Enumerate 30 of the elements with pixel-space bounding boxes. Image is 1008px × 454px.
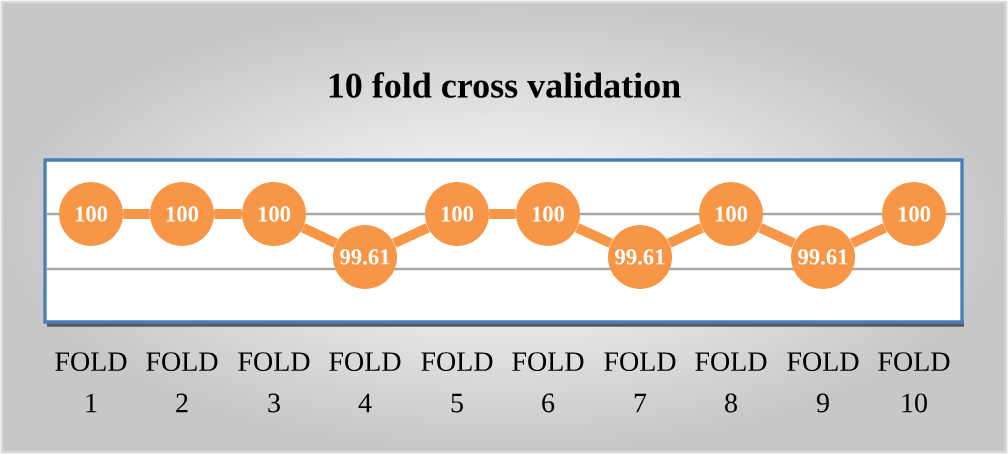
fold-label: FOLD 8 — [695, 352, 767, 413]
line-segment — [489, 209, 516, 219]
line-segment — [392, 223, 430, 248]
data-point: 100 — [516, 182, 580, 246]
data-point: 100 — [242, 182, 306, 246]
fold-label: FOLD 7 — [604, 352, 676, 413]
data-point: 99.61 — [791, 225, 855, 289]
fold-label: FOLD 6 — [512, 352, 584, 413]
data-point: 100 — [150, 182, 214, 246]
fold-label: FOLD 2 — [146, 352, 218, 413]
fold-label: FOLD 5 — [421, 352, 493, 413]
fold-label: FOLD 1 — [55, 352, 127, 413]
chart-title: 10 fold cross validation — [329, 72, 681, 98]
fold-label: FOLD 4 — [329, 352, 401, 413]
data-point: 99.61 — [333, 225, 397, 289]
line-segment — [301, 223, 338, 248]
data-point: 100 — [59, 182, 123, 246]
data-point: 100 — [882, 182, 946, 246]
fold-label: FOLD 9 — [787, 352, 859, 413]
data-point: 100 — [425, 182, 489, 246]
line-segment — [850, 223, 887, 248]
line-segment — [758, 223, 796, 248]
fold-label: FOLD 10 — [878, 352, 950, 413]
line-segment — [575, 223, 613, 248]
data-point: 99.61 — [608, 225, 672, 289]
data-point: 100 — [699, 182, 763, 246]
line-segment — [214, 209, 242, 219]
line-segment — [123, 209, 150, 219]
line-segment — [667, 223, 704, 248]
fold-label: FOLD 3 — [238, 352, 310, 413]
